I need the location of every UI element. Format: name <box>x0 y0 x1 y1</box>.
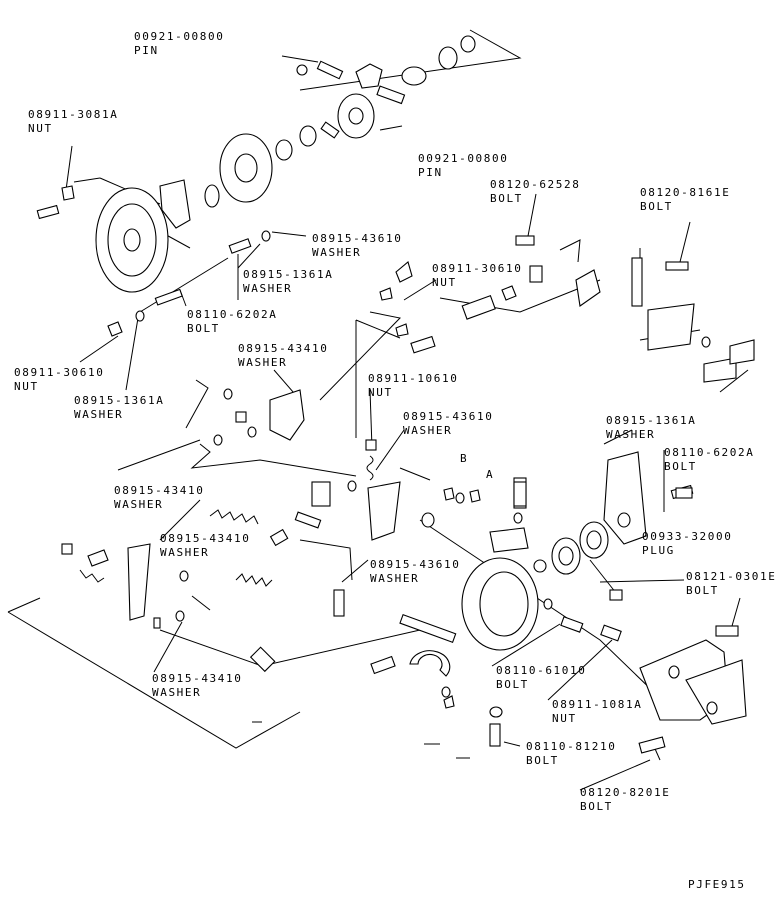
part-number: 08120-62528 <box>490 178 581 191</box>
part-name: WASHER <box>114 498 164 511</box>
part-name: WASHER <box>160 546 210 559</box>
part-number: 08911-30610 <box>14 366 105 379</box>
part-name: NUT <box>368 386 393 399</box>
part-number: 08911-3081A <box>28 108 119 121</box>
part-name: BOLT <box>640 200 673 213</box>
part-number: 08120-8161E <box>640 186 731 199</box>
part-number: 08911-30610 <box>432 262 523 275</box>
part-number: 00921-00800 <box>134 30 225 43</box>
part-number: 08915-43410 <box>238 342 329 355</box>
part-name: NUT <box>432 276 457 289</box>
part-name: WASHER <box>606 428 656 441</box>
part-name: PLUG <box>642 544 675 557</box>
part-number: 08915-43410 <box>114 484 205 497</box>
part-number: 08915-43610 <box>403 410 494 423</box>
part-number: 00921-00800 <box>418 152 509 165</box>
part-name: BOLT <box>664 460 697 473</box>
part-number: 08911-10610 <box>368 372 459 385</box>
part-name: NUT <box>28 122 53 135</box>
part-name: WASHER <box>243 282 293 295</box>
part-name: WASHER <box>403 424 453 437</box>
part-name: BOLT <box>580 800 613 813</box>
part-name: BOLT <box>490 192 523 205</box>
part-number: 08110-81210 <box>526 740 617 753</box>
part-number: 08915-43610 <box>312 232 403 245</box>
part-name: WASHER <box>74 408 124 421</box>
part-number: 08915-1361A <box>606 414 697 427</box>
reference-letter-b: B <box>460 452 469 465</box>
part-number: 08110-6202A <box>664 446 755 459</box>
part-name: PIN <box>418 166 443 179</box>
part-name: WASHER <box>370 572 420 585</box>
drawing-parts <box>36 35 755 754</box>
part-number: 08915-43410 <box>152 672 243 685</box>
part-number: 08120-8201E <box>580 786 671 799</box>
part-number: 08121-0301E <box>686 570 777 583</box>
part-number: 08110-61010 <box>496 664 587 677</box>
part-name: WASHER <box>238 356 288 369</box>
part-name: BOLT <box>686 584 719 597</box>
part-number: 00933-32000 <box>642 530 733 543</box>
part-name: BOLT <box>187 322 220 335</box>
part-name: BOLT <box>496 678 529 691</box>
part-name: WASHER <box>312 246 362 259</box>
part-number: 08911-1081A <box>552 698 643 711</box>
drawing-code: PJFE915 <box>688 878 746 891</box>
part-number: 08915-1361A <box>74 394 165 407</box>
part-number: 08915-1361A <box>243 268 334 281</box>
part-name: BOLT <box>526 754 559 767</box>
part-name: NUT <box>552 712 577 725</box>
part-name: NUT <box>14 380 39 393</box>
reference-letter-a: A <box>486 468 495 481</box>
part-name: WASHER <box>152 686 202 699</box>
part-name: PIN <box>134 44 159 57</box>
part-number: 08110-6202A <box>187 308 278 321</box>
part-number: 08915-43410 <box>160 532 251 545</box>
part-number: 08915-43610 <box>370 558 461 571</box>
